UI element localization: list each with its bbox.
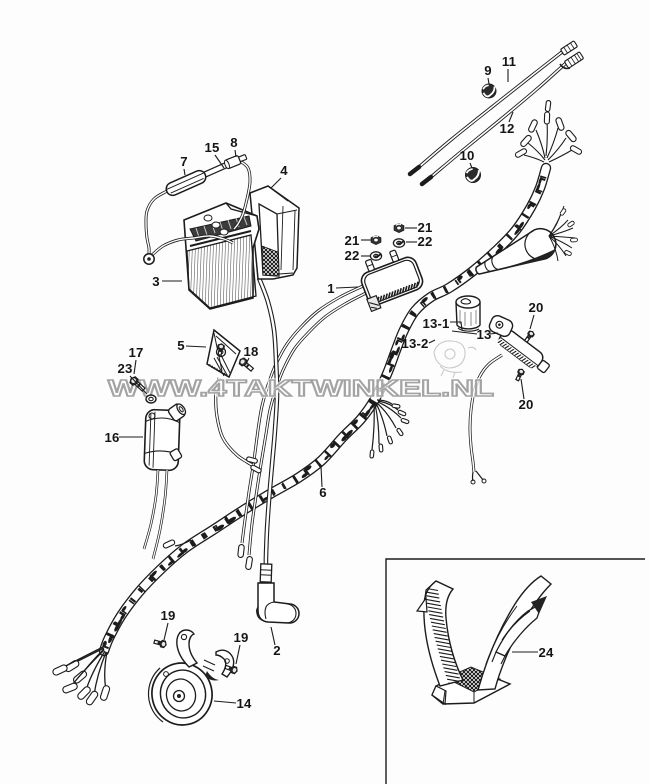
svg-text:21: 21: [345, 233, 360, 248]
svg-text:21: 21: [418, 220, 433, 235]
svg-text:19: 19: [234, 630, 249, 645]
svg-text:17: 17: [129, 345, 144, 360]
svg-text:15: 15: [205, 140, 220, 155]
svg-text:14: 14: [237, 696, 252, 711]
svg-text:20: 20: [529, 300, 544, 315]
svg-text:1: 1: [327, 281, 334, 296]
svg-text:2: 2: [273, 643, 280, 658]
svg-text:7: 7: [180, 154, 187, 169]
svg-text:18: 18: [244, 344, 259, 359]
svg-text:WWW.4TAKTWINKEL.NL: WWW.4TAKTWINKEL.NL: [108, 375, 494, 401]
svg-text:8: 8: [230, 135, 237, 150]
svg-text:13-1: 13-1: [423, 316, 450, 331]
svg-text:22: 22: [345, 248, 360, 263]
svg-text:WWW.4TAKTWINKEL.NL: WWW.4TAKTWINKEL.NL: [108, 375, 494, 401]
svg-text:11: 11: [502, 54, 516, 69]
svg-text:12: 12: [500, 121, 515, 136]
svg-text:16: 16: [105, 430, 120, 445]
svg-text:6: 6: [319, 485, 326, 500]
svg-text:13-2: 13-2: [402, 336, 429, 351]
svg-text:23: 23: [118, 361, 133, 376]
svg-text:3: 3: [152, 274, 159, 289]
svg-text:24: 24: [539, 645, 554, 660]
svg-text:13: 13: [477, 327, 492, 342]
svg-text:10: 10: [460, 148, 475, 163]
svg-text:19: 19: [161, 608, 176, 623]
svg-text:4: 4: [280, 163, 288, 178]
svg-text:20: 20: [519, 397, 534, 412]
svg-text:9: 9: [484, 63, 491, 78]
svg-text:5: 5: [177, 338, 184, 353]
svg-text:22: 22: [418, 234, 433, 249]
